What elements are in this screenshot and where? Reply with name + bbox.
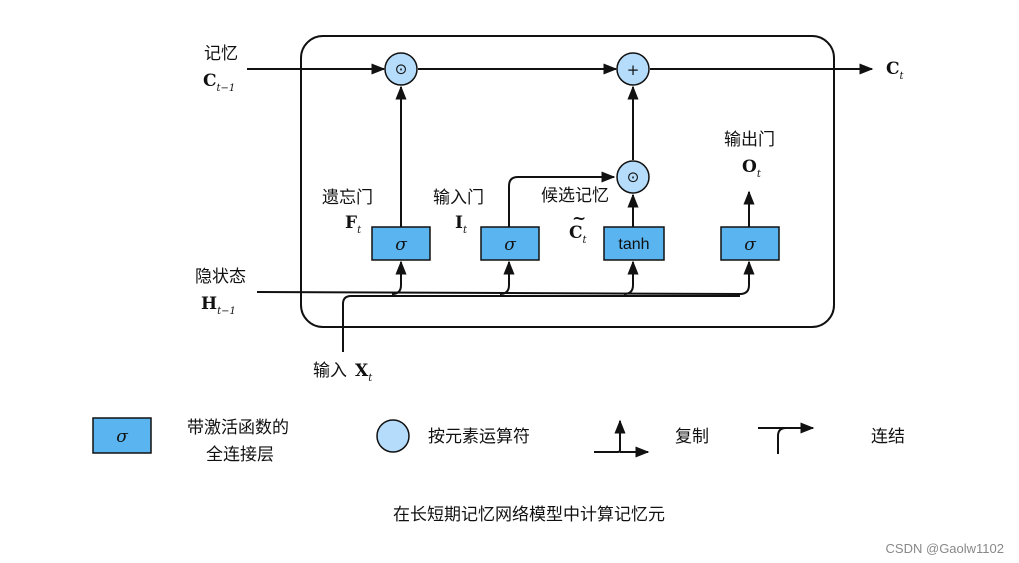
input-gate-box: σ xyxy=(480,226,540,261)
input-gate-label: 输入门 xyxy=(433,188,484,208)
figure-caption: 在长短期记忆网络模型中计算记忆元 xyxy=(393,505,665,525)
candidate-label: 候选记忆 xyxy=(541,186,609,206)
legend-copy-icon xyxy=(594,419,650,458)
forget-multiply-operator: ⊙ xyxy=(384,52,418,86)
svg-text:⊙: ⊙ xyxy=(395,60,408,78)
output-gate-symbol: Ot xyxy=(742,157,762,180)
legend-fc-line2: 全连接层 xyxy=(206,445,274,465)
forget-gate-symbol: Ft xyxy=(345,213,362,236)
candidate-tanh-box: tanh xyxy=(603,226,665,261)
legend-copy-label: 复制 xyxy=(675,427,709,447)
svg-text:σ: σ xyxy=(744,235,756,255)
branch-to-input xyxy=(499,260,515,295)
legend-concat-label: 连结 xyxy=(871,427,905,447)
output-cell-symbol: Ct xyxy=(886,59,905,82)
add-operator: + xyxy=(616,52,650,86)
output-gate-box: σ xyxy=(720,226,780,261)
hidden-state-line xyxy=(256,291,741,295)
input-x-line xyxy=(342,295,740,352)
legend-fc-line1: 带激活函数的 xyxy=(187,418,289,438)
lstm-cell-container xyxy=(300,35,835,328)
candidate-symbol: Ct xyxy=(569,223,588,246)
hidden-state-symbol: Ht−1 xyxy=(201,294,236,317)
input-label: 输入 xyxy=(313,361,347,381)
legend-elementwise-swatch xyxy=(376,419,410,453)
legend-elementwise-label: 按元素运算符 xyxy=(428,427,530,447)
svg-text:+: + xyxy=(627,61,640,79)
svg-text:σ: σ xyxy=(395,235,407,255)
forget-gate-label: 遗忘门 xyxy=(322,188,373,208)
svg-text:σ: σ xyxy=(504,235,516,255)
branch-to-output xyxy=(739,260,755,295)
legend-concat-icon xyxy=(758,422,815,454)
candidate-tilde: ~ xyxy=(572,209,586,229)
memory-label: 记忆 xyxy=(204,44,238,64)
output-gate-label: 输出门 xyxy=(724,130,775,150)
input-multiply-operator: ⊙ xyxy=(616,160,650,194)
forget-gate-box: σ xyxy=(371,226,431,261)
branch-to-candidate xyxy=(623,260,639,295)
hidden-state-label: 隐状态 xyxy=(195,267,246,287)
input-gate-symbol: It xyxy=(455,213,468,236)
memory-symbol: Ct−1 xyxy=(203,71,235,94)
input-gate-arrow xyxy=(508,171,616,227)
input-symbol: Xt xyxy=(355,361,373,384)
branch-to-forget xyxy=(391,260,407,295)
svg-text:tanh: tanh xyxy=(618,236,649,253)
watermark: CSDN @Gaolw1102 xyxy=(886,541,1004,556)
svg-text:⊙: ⊙ xyxy=(627,168,640,186)
svg-text:σ: σ xyxy=(116,427,128,447)
legend-fc-swatch: σ xyxy=(92,417,152,454)
